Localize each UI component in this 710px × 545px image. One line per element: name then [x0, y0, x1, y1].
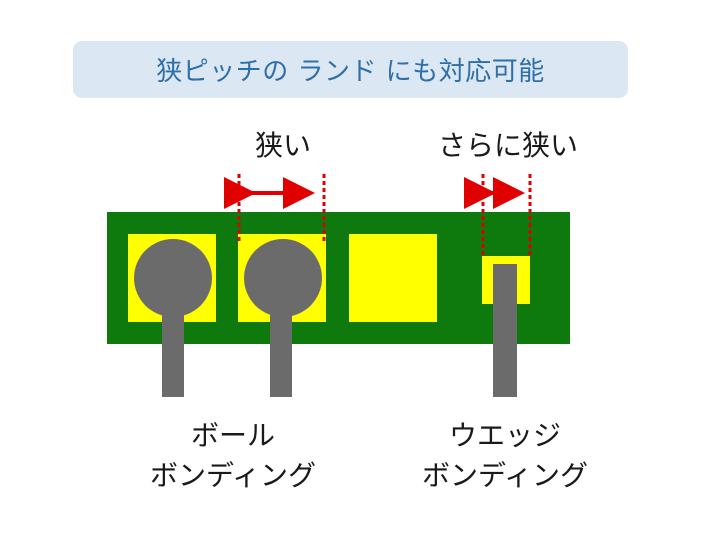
ball-bond-2 — [244, 239, 322, 317]
narrow-pitch-label: 狭い — [254, 129, 311, 162]
land-pad-3 — [349, 234, 437, 322]
wedge-bond-wire — [493, 264, 517, 397]
ball-bond-wire-1 — [162, 300, 184, 397]
wedge-bonding-label-line1: ウエッジ — [448, 419, 561, 452]
title-banner: 狭ピッチの ランド にも対応可能 — [73, 41, 628, 98]
ball-bond-wire-2 — [270, 300, 292, 397]
diagram-title: 狭ピッチの ランド にも対応可能 — [156, 57, 545, 87]
ball-bonding-label-line1: ボール — [190, 419, 275, 452]
wedge-bonding-label-line2: ボンディング — [421, 459, 589, 492]
ball-bonding-label-line2: ボンディング — [149, 459, 317, 492]
ball-bond-1 — [134, 239, 212, 317]
ball-bonding-label: ボール ボンディング — [138, 416, 328, 496]
narrower-pitch-label: さらに狭い — [437, 129, 578, 162]
wedge-bonding-label: ウエッジ ボンディング — [410, 416, 600, 496]
